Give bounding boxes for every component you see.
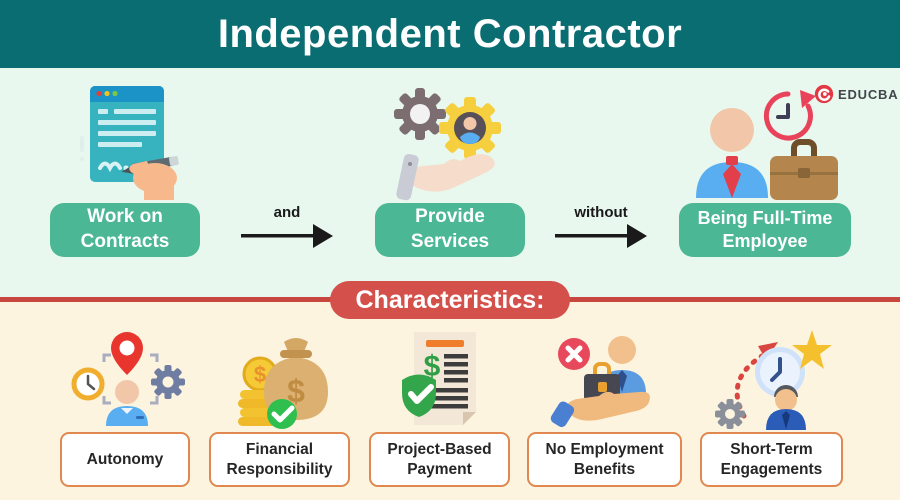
educba-logo: EDUCBA [814, 84, 898, 104]
frame-brackets [102, 353, 159, 405]
educba-logo-text: EDUCBA [838, 86, 899, 102]
work-on-contracts-button: Work on Contracts [50, 203, 200, 257]
check-badge-icon [267, 399, 297, 429]
connector-without: without [553, 204, 649, 257]
svg-text:$: $ [254, 362, 266, 387]
clock-refresh-icon [763, 90, 816, 141]
header-banner: Independent Contractor [0, 0, 900, 68]
autonomy-person-pin-clock-gear-icon [71, 332, 185, 426]
label-financial-responsibility: Financial Responsibility [209, 432, 350, 487]
hand-holding-employee-cross-icon [550, 336, 650, 428]
page-title: Independent Contractor [217, 11, 683, 56]
characteristics-banner: Characteristics: [330, 281, 570, 319]
clock-icon [71, 367, 105, 401]
hand-holding-gears-icon [394, 88, 501, 201]
employee-briefcase-clock-icon [696, 90, 838, 200]
label-autonomy: Autonomy [60, 432, 190, 487]
person-head [710, 108, 754, 152]
clock-star-dotted-arrow-icon [715, 330, 832, 430]
tie [723, 164, 741, 198]
label-project-based-payment: Project-Based Payment [369, 432, 510, 487]
connector-and-label: and [273, 204, 301, 221]
star-icon [792, 330, 832, 369]
dotted-arrow [734, 353, 765, 419]
gear-icon [394, 88, 446, 140]
gear-avatar-icon [439, 97, 501, 159]
gear-icon [151, 365, 185, 399]
connector-and: and [239, 204, 335, 257]
label-short-term-engagements: Short-Term Engagements [700, 432, 843, 487]
invoice-shield-check-icon: $ [402, 332, 476, 425]
cross-badge-icon [558, 338, 590, 370]
label-no-employment-benefits: No Employment Benefits [527, 432, 682, 487]
svg-text:$: $ [287, 373, 305, 409]
tie [617, 370, 627, 392]
contract-signing-icon [80, 86, 179, 200]
educba-swirl-e-icon [814, 84, 834, 104]
briefcase-icon [770, 139, 838, 200]
provide-services-button: Provide Services [375, 203, 525, 257]
gear-icon [715, 399, 745, 429]
shield-check-icon [402, 374, 436, 417]
money-bag-coins-check-icon: $ $ [238, 338, 328, 429]
arrow-right-icon [241, 224, 333, 248]
being-full-time-employee-button: Being Full-Time Employee [679, 203, 851, 257]
svg-text:$: $ [424, 350, 441, 383]
connector-without-label: without [574, 204, 628, 221]
arrow-right-icon [555, 224, 647, 248]
clock-icon [755, 347, 805, 397]
